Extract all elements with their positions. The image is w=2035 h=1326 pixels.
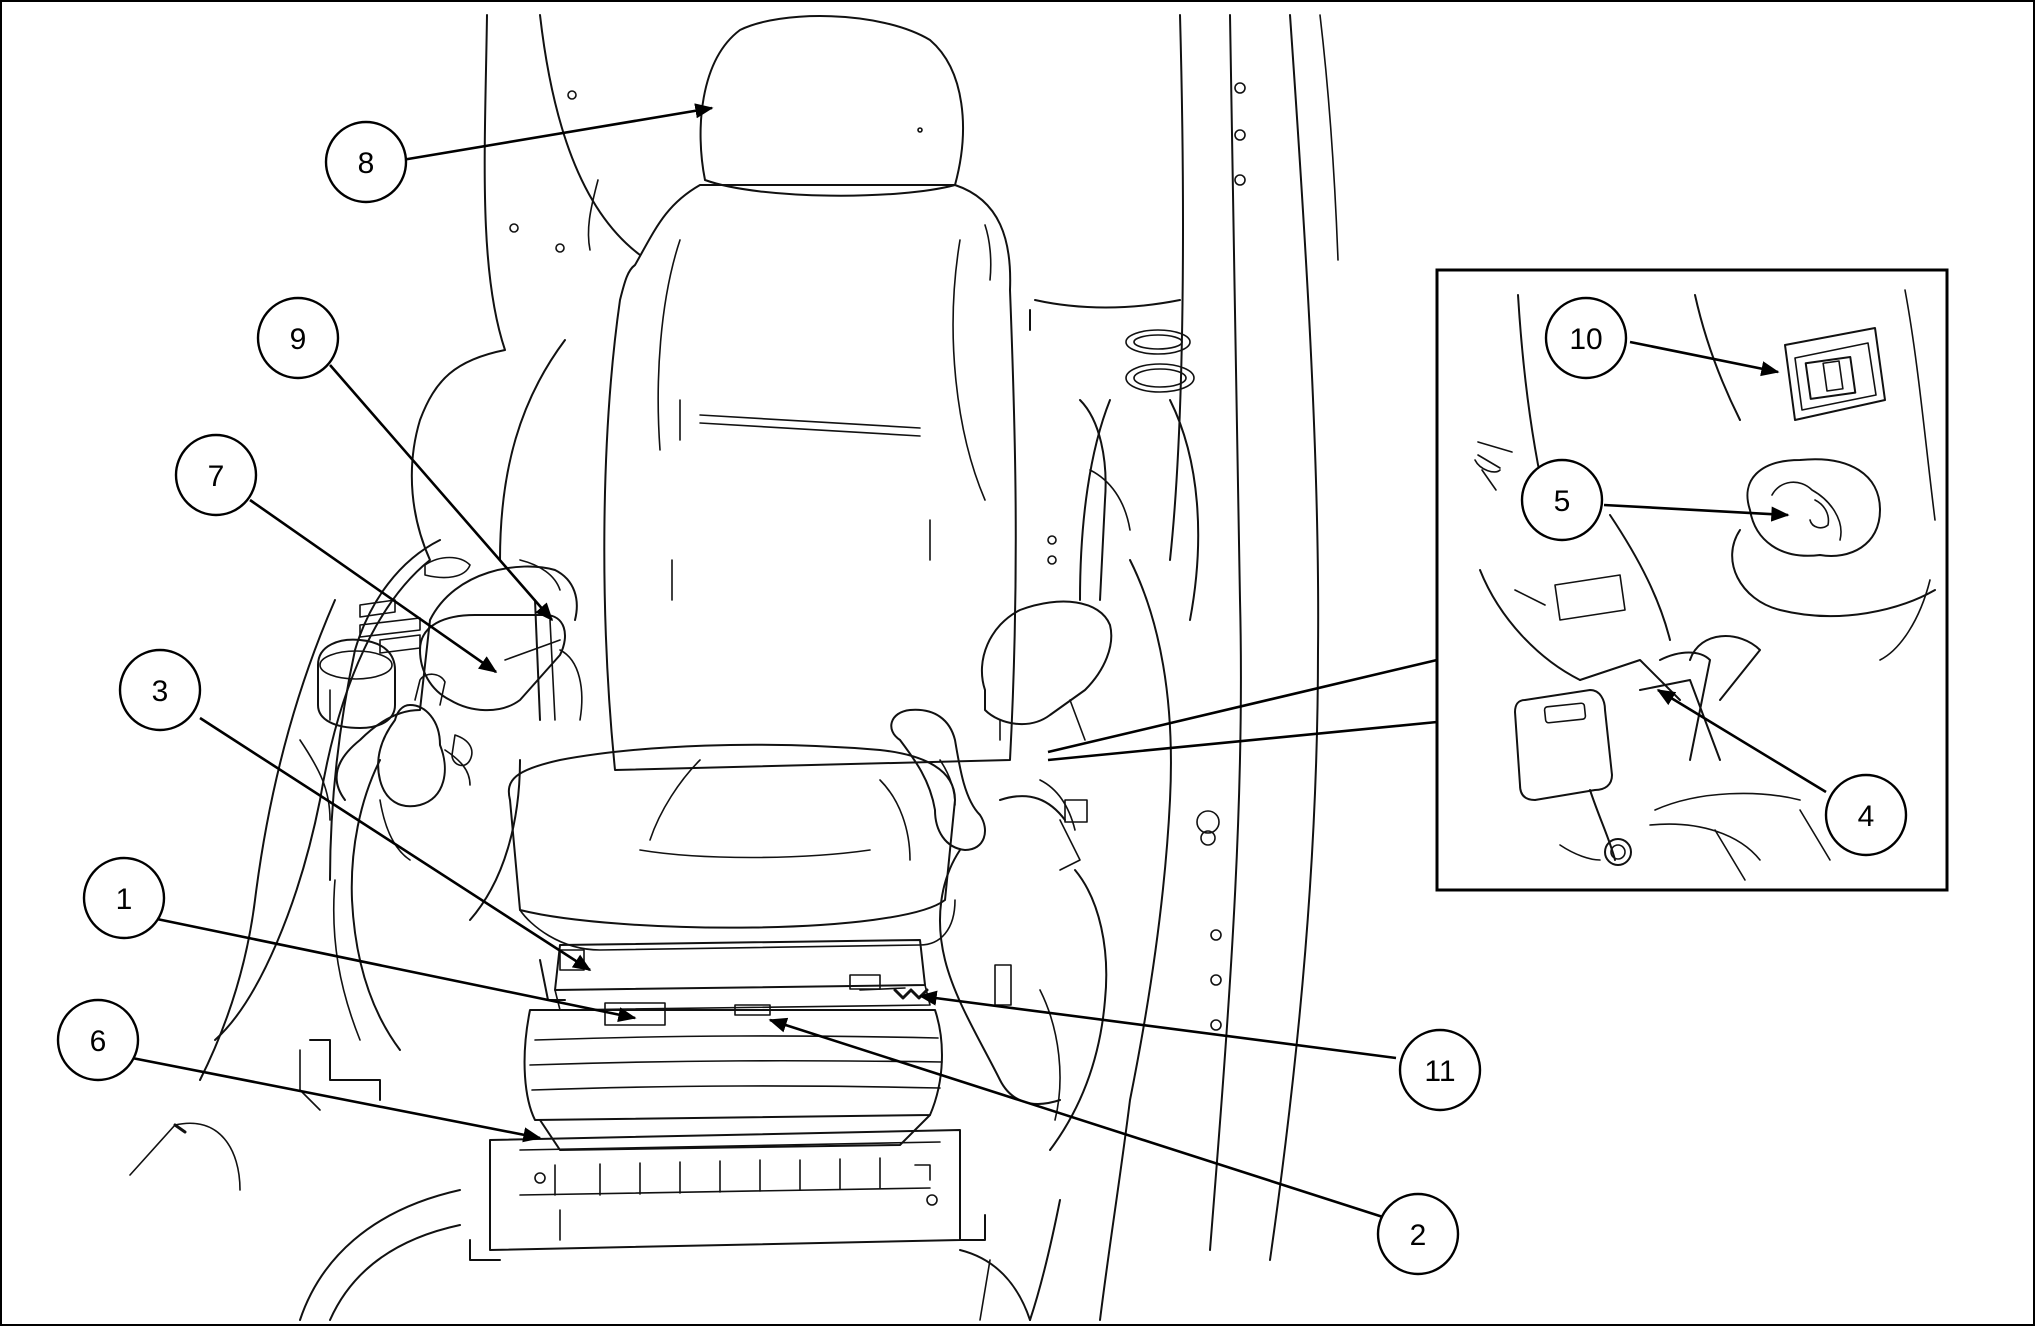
belt-retractor-housing: [1746, 458, 1881, 557]
leader-4: [1656, 688, 1827, 794]
callout-5-label: 5: [1554, 485, 1571, 518]
headrest: [699, 15, 964, 197]
right-armrest: [980, 600, 1113, 741]
callout-3: 3: [118, 648, 202, 732]
right-joystick: [890, 708, 986, 851]
inset-artwork: [1474, 289, 1936, 881]
callout-4-label: 4: [1858, 800, 1875, 833]
leader-2: [768, 1017, 1387, 1220]
leader-6: [131, 1056, 542, 1143]
callout-11-label: 11: [1424, 1055, 1455, 1088]
cab-pillar-right: [1029, 14, 1339, 1321]
seat-base-suspension: [523, 939, 943, 1151]
callout-8: 8: [324, 120, 408, 204]
leader-1: [151, 916, 637, 1023]
callout-10-label: 10: [1569, 323, 1602, 356]
cab-floor: [129, 1122, 1031, 1321]
seatbelt-buckle: [1514, 689, 1613, 801]
callout-9-label: 9: [290, 323, 307, 356]
leader-11: [918, 990, 1397, 1060]
inset-pointer-lower: [1047, 720, 1438, 762]
callout-6: 6: [56, 998, 140, 1082]
callout-7: 7: [174, 433, 258, 517]
callout-10: 10: [1544, 296, 1628, 380]
seat-cushion: [507, 743, 956, 951]
leader-10: [1629, 340, 1780, 377]
left-joystick: [377, 673, 473, 861]
left-armrest: [419, 559, 583, 721]
left-console: [299, 556, 578, 1111]
callout-1: 1: [82, 856, 166, 940]
callout-3-label: 3: [152, 675, 169, 708]
seat-mount-frame: [469, 1129, 986, 1261]
callout-9: 9: [256, 296, 340, 380]
callout-1-label: 1: [116, 883, 133, 916]
leader-lines: [131, 103, 1827, 1220]
leader-5: [1603, 503, 1790, 522]
cab-frame-left: [199, 14, 641, 1081]
seatbelt-detail-inset: [1047, 268, 1949, 892]
seat-backrest: [603, 184, 1017, 771]
right-console: [939, 399, 1131, 1151]
leader-3: [199, 716, 592, 972]
leader-7: [249, 498, 498, 674]
callout-5: 5: [1520, 458, 1604, 542]
callouts: 8 9 7 3 1 6 2 11: [56, 120, 1908, 1276]
callout-8-label: 8: [358, 147, 375, 180]
callout-11: 11: [1398, 1028, 1482, 1112]
callout-6-label: 6: [90, 1025, 107, 1058]
leader-8: [401, 103, 714, 162]
rocker-switch: [1804, 355, 1857, 400]
buckle-anchor-bolt: [1604, 838, 1632, 866]
cab-rear-wall: [1029, 299, 1200, 621]
switch-bezel: [1784, 327, 1886, 421]
callout-2: 2: [1376, 1192, 1460, 1276]
inset-pointer-upper: [1047, 658, 1438, 754]
leader-9: [329, 364, 553, 622]
callout-4: 4: [1824, 773, 1908, 857]
callout-2-label: 2: [1410, 1219, 1427, 1252]
callout-7-label: 7: [208, 460, 225, 493]
